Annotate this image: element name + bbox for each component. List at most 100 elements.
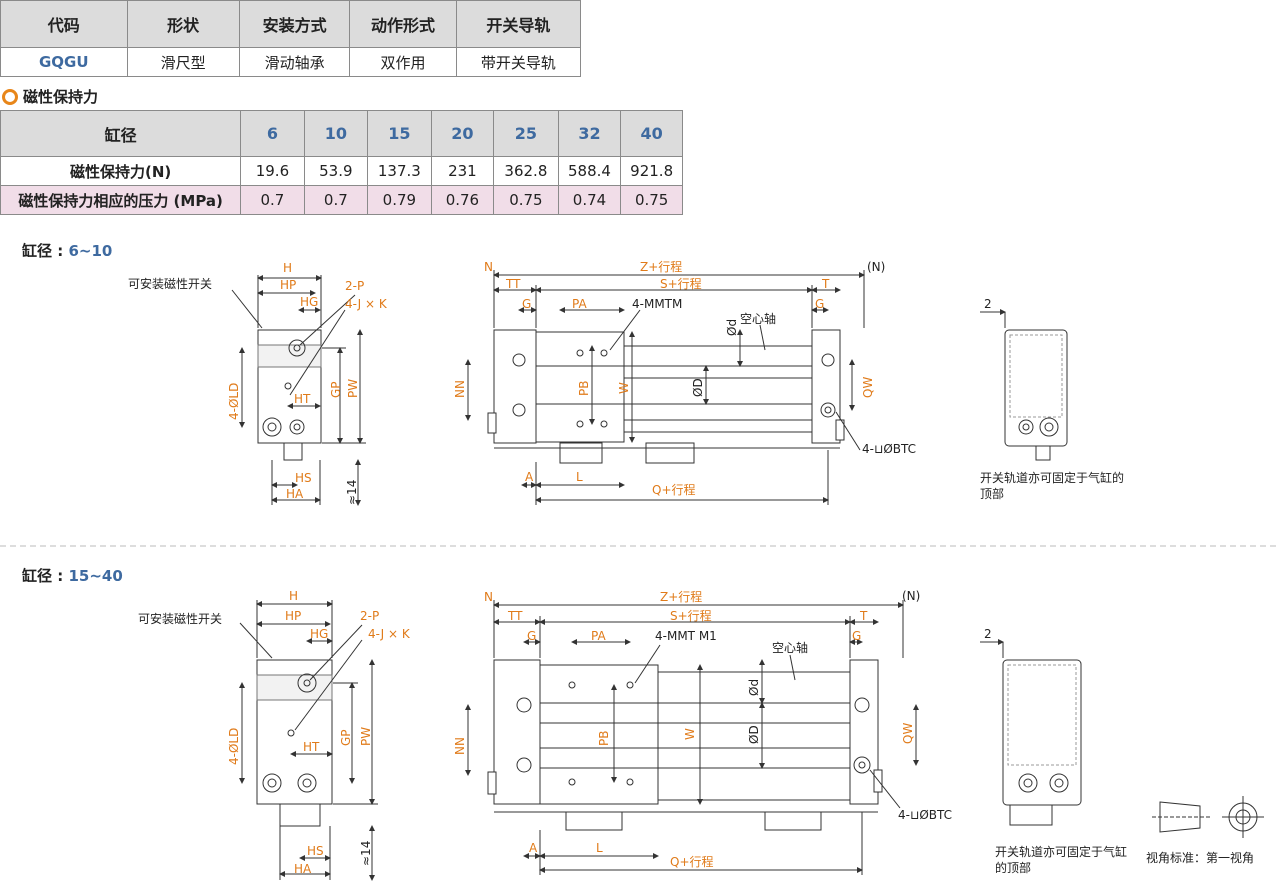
mag-value: 231 [430,156,495,186]
spec-mount: 滑动轴承 [238,47,351,77]
dim-T: T [859,609,868,623]
dim-HA: HA [286,487,304,501]
front-view-bottom [465,600,919,875]
dim-HP: HP [280,278,296,292]
magnetic-section-title: 磁性保持力 [2,86,98,107]
side-view-bottom-labels: 可安装磁性开关 H HP HG 2-P 4-J × K 4-ØLD GP PW … [138,589,411,876]
section-label-value: 15~40 [68,567,123,585]
mag-value: 362.8 [493,156,559,186]
dim-approx: ≈14 [359,841,373,866]
dim-QW: QW [901,723,915,744]
dim-L: L [596,841,603,855]
dim-MM: 4-MMTM [632,297,682,311]
mag-bore: 6 [240,110,305,157]
dim-S: S+行程 [660,276,702,291]
dim-W: W [683,728,697,740]
end-view-bottom-labels: 2 开关轨道亦可固定于气缸的顶部 [984,627,1128,875]
dim-D: ØD [691,378,705,397]
dim-MM: 4-MMT M1 [655,629,717,643]
dim-two: 2 [984,297,992,311]
end-view-top [980,309,1068,461]
side-view-bottom [239,600,378,881]
spec-shape: 滑尺型 [126,47,240,77]
dim-N2: (N) [902,589,920,603]
magnetic-title-text: 磁性保持力 [23,88,99,106]
dim-G: G [522,297,531,311]
dim-Q: Q+行程 [670,854,714,869]
dim-QW: QW [861,377,875,398]
dim-HT: HT [303,740,320,754]
dim-G: G [527,629,536,643]
dim-HG: HG [300,295,318,309]
mag-row-label: 磁性保持力相应的压力 (MPa) [0,185,242,215]
dim-P: 2-P [345,279,364,293]
mag-header-label: 缸径 [0,110,242,157]
mag-value: 0.79 [367,185,432,215]
dim-d: Ød [725,319,739,336]
dim-GP: GP [339,729,353,746]
mag-row-label: 磁性保持力(N) [0,156,242,186]
front-view-top-labels: N Z+行程 (N) TT S+行程 T G G PA 4-MMTM 空心轴 Ø… [453,259,916,497]
circle-bullet-icon [2,88,18,105]
section-label-text: 缸径 : [22,567,69,585]
front-view-bottom-labels: N Z+行程 (N) TT S+行程 T G G PA 4-MMT M1 空心轴… [453,589,952,869]
dim-GP: GP [329,381,343,398]
dim-HA: HA [294,862,312,876]
dim-NN: NN [453,737,467,755]
dim-G: G [852,629,861,643]
dim-W: W [617,382,631,394]
dim-two: 2 [984,627,992,641]
dim-L: L [576,470,583,484]
dim-TT: TT [507,609,523,623]
dim-N: N [484,260,493,274]
magnetic-table: 缸径 6 10 15 20 25 32 40 磁性保持力(N) 19.6 53.… [0,110,683,215]
dim-P: 2-P [360,609,379,623]
first-angle-projection-icon [1152,796,1264,838]
mag-bore: 32 [557,110,622,157]
mag-value: 0.76 [430,185,495,215]
dim-HG: HG [310,627,328,641]
dim-H: H [289,589,298,603]
end-view-bottom [980,639,1082,826]
spec-action: 双作用 [349,47,457,77]
dim-N: N [484,590,493,604]
dim-BTC: 4-⊔ØBTC [898,808,952,822]
dim-Q: Q+行程 [652,482,696,497]
dim-LD: 4-ØLD [227,728,241,765]
dim-S: S+行程 [670,608,712,623]
dim-HP: HP [285,609,301,623]
section-label-text: 缸径 : [22,242,69,260]
mag-value: 137.3 [367,156,432,186]
mag-value: 0.7 [240,185,305,215]
switch-note-label: 可安装磁性开关 [128,276,212,291]
section-label-small-bore: 缸径 : 6~10 [22,240,112,261]
spec-rail: 带开关导轨 [455,47,582,77]
mag-bore: 15 [367,110,432,157]
section-label-large-bore: 缸径 : 15~40 [22,565,123,586]
side-view-top-labels: 可安装磁性开关 H HP HG 2-P 4-J × K 4-ØLD GP PW … [128,261,388,505]
end-view-top-labels: 2 开关轨道亦可固定于气缸的顶部 [980,297,1125,501]
dim-T: T [821,277,830,291]
dim-PB: PB [597,731,611,746]
dim-JK: 4-J × K [368,627,411,641]
dim-PW: PW [346,379,360,398]
spec-header-code: 代码 [0,0,128,48]
dim-Z: Z+行程 [660,589,702,604]
dim-A: A [525,470,534,484]
mag-value: 19.6 [240,156,305,186]
dim-D: ØD [747,725,761,744]
dim-TT: TT [505,277,521,291]
dim-PA: PA [591,629,606,643]
side-view-top [231,275,366,506]
hollow-shaft-label: 空心轴 [772,640,808,655]
dim-PB: PB [577,381,591,396]
end-note: 开关轨道亦可固定于气缸的顶部 [980,471,1125,501]
dim-NN: NN [453,380,467,398]
end-note: 开关轨道亦可固定于气缸的顶部 [995,845,1128,875]
mag-value: 0.7 [303,185,369,215]
mag-bore: 20 [430,110,495,157]
dim-H: H [283,261,292,275]
hollow-shaft-label: 空心轴 [740,311,776,326]
dim-PA: PA [572,297,587,311]
